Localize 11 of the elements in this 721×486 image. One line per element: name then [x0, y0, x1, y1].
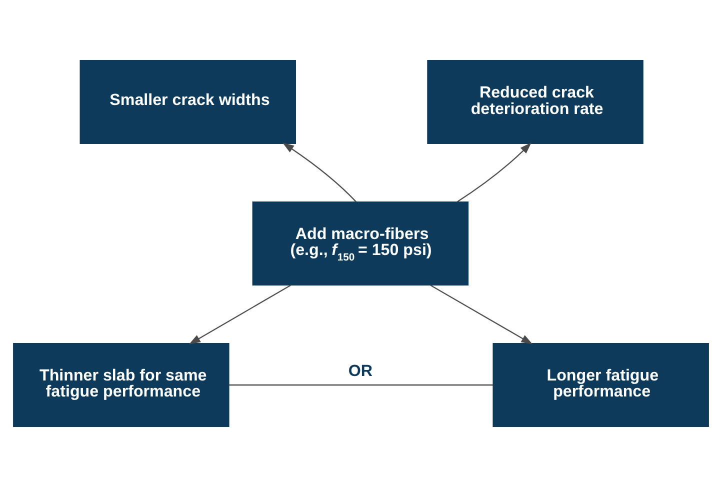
node-box: Thinner slab for same fatigue performance: [12, 342, 229, 426]
edge-label: OR: [348, 362, 372, 380]
connector: [228, 384, 493, 386]
node-box: Longer fatigue performance: [492, 342, 708, 426]
node-box: Smaller crack widths: [79, 60, 296, 144]
arrow: [430, 284, 532, 344]
node-box: Add macro-fibers (e.g., f$_{150}$ = 150 psi): [252, 201, 468, 285]
arrow: [456, 142, 531, 202]
node-box: Reduced crack deterioration rate: [426, 60, 643, 144]
arrow: [282, 142, 356, 202]
arrow: [188, 284, 291, 344]
